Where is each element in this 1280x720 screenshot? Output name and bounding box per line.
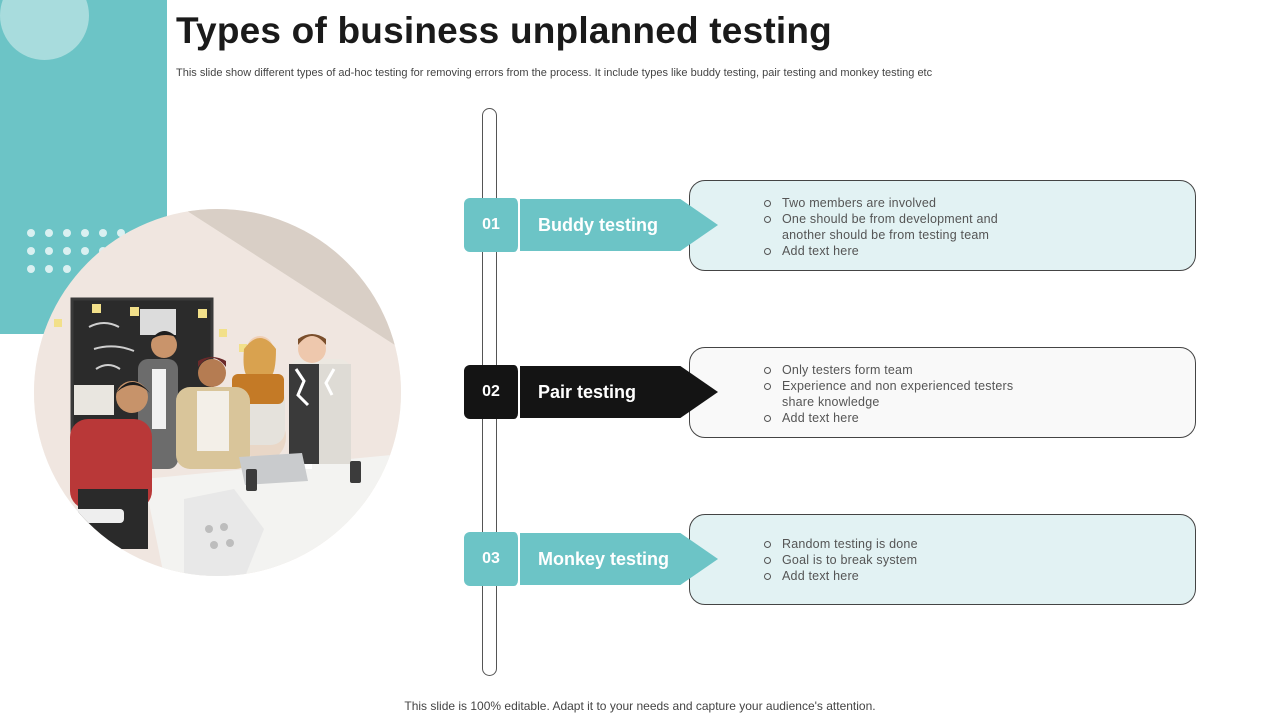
bullet-item-continuation: another should be from testing team	[782, 228, 990, 242]
item-title: Buddy testing	[538, 215, 658, 235]
testing-type-item: 02 Pair testing Only testers form team E…	[464, 347, 1196, 438]
bullet-item: Add text here	[764, 410, 1013, 426]
slide-subtitle: This slide show different types of ad-ho…	[176, 67, 933, 79]
item-number-badge: 01	[464, 198, 520, 252]
slide-title: Types of business unplanned testing	[176, 10, 832, 51]
bullet-item: Experience and non experienced testers	[764, 378, 1013, 394]
testing-type-item: 03 Monkey testing Random testing is done…	[464, 514, 1196, 605]
testing-type-item: 01 Buddy testing Two members are involve…	[464, 180, 1196, 271]
team-meeting-photo	[34, 209, 401, 576]
bullet-item: Random testing is done	[764, 536, 918, 552]
bullet-item: Goal is to break system	[764, 552, 918, 568]
item-arrow-banner	[520, 533, 718, 585]
item-bullet-list: Only testers form team Experience and no…	[764, 362, 1013, 426]
bullet-item-continuation: share knowledge	[782, 395, 880, 409]
slide-footer: This slide is 100% editable. Adapt it to…	[404, 699, 876, 713]
item-bullet-list: Random testing is done Goal is to break …	[764, 536, 918, 584]
item-title: Monkey testing	[538, 549, 670, 569]
item-arrow-banner	[520, 199, 718, 251]
bullet-item: Only testers form team	[764, 362, 1013, 378]
item-number-badge: 02	[464, 365, 520, 419]
item-bullet-list: Two members are involved One should be f…	[764, 195, 998, 259]
bullet-item: One should be from development and	[764, 211, 998, 227]
item-number-badge: 03	[464, 532, 520, 586]
bullet-item: Add text here	[764, 568, 918, 584]
item-title: Pair testing	[538, 382, 637, 402]
bullet-item: Add text here	[764, 243, 998, 259]
item-description-box: Random testing is done Goal is to break …	[689, 514, 1196, 605]
item-description-box: Two members are involved One should be f…	[689, 180, 1196, 271]
bullet-item: Two members are involved	[764, 195, 998, 211]
item-description-box: Only testers form team Experience and no…	[689, 347, 1196, 438]
item-arrow-banner	[520, 366, 718, 418]
